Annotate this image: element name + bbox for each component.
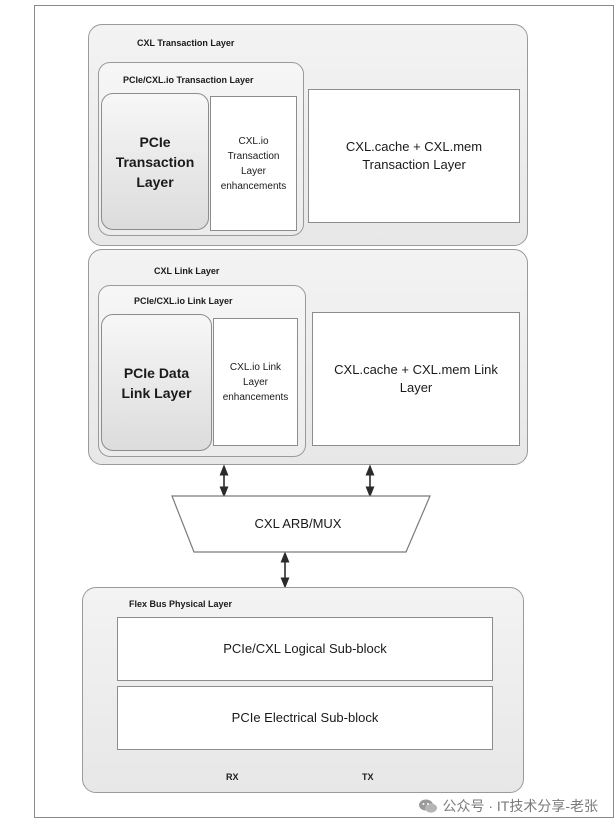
- flex-bus-physical-layer-title: Flex Bus Physical Layer: [129, 599, 233, 609]
- pcie-cxl-logical-sub-block: PCIe/CXL Logical Sub-block: [117, 617, 493, 681]
- pcie-transaction-layer-block: PCIe Transaction Layer: [101, 93, 209, 230]
- pcie-electrical-sub-block: PCIe Electrical Sub-block: [117, 686, 493, 750]
- pcie-cxl-io-link-layer-title: PCIe/CXL.io Link Layer: [134, 296, 233, 306]
- rx-label: RX: [226, 772, 239, 782]
- pcie-data-link-layer-block: PCIe Data Link Layer: [101, 314, 212, 451]
- watermark: 公众号 · IT技术分享-老张: [418, 796, 598, 816]
- cxl-arb-mux-shape: [171, 495, 431, 553]
- pcie-cxl-io-transaction-layer-title: PCIe/CXL.io Transaction Layer: [123, 75, 254, 85]
- tx-label: TX: [362, 772, 374, 782]
- cxl-io-link-enhancements-block: CXL.io Link Layer enhancements: [213, 318, 298, 446]
- cxl-arb-mux-label: CXL ARB/MUX: [255, 516, 342, 531]
- wechat-icon: [418, 798, 438, 814]
- cxl-io-transaction-enhancements-block: CXL.io Transaction Layer enhancements: [210, 96, 297, 231]
- cxl-transaction-layer-title: CXL Transaction Layer: [137, 38, 235, 48]
- cxl-link-layer-title: CXL Link Layer: [154, 266, 220, 276]
- cxl-cache-mem-link-layer-block: CXL.cache + CXL.mem Link Layer: [312, 312, 520, 446]
- watermark-text: 公众号 · IT技术分享-老张: [442, 798, 598, 814]
- cxl-cache-mem-transaction-layer-block: CXL.cache + CXL.mem Transaction Layer: [308, 89, 520, 223]
